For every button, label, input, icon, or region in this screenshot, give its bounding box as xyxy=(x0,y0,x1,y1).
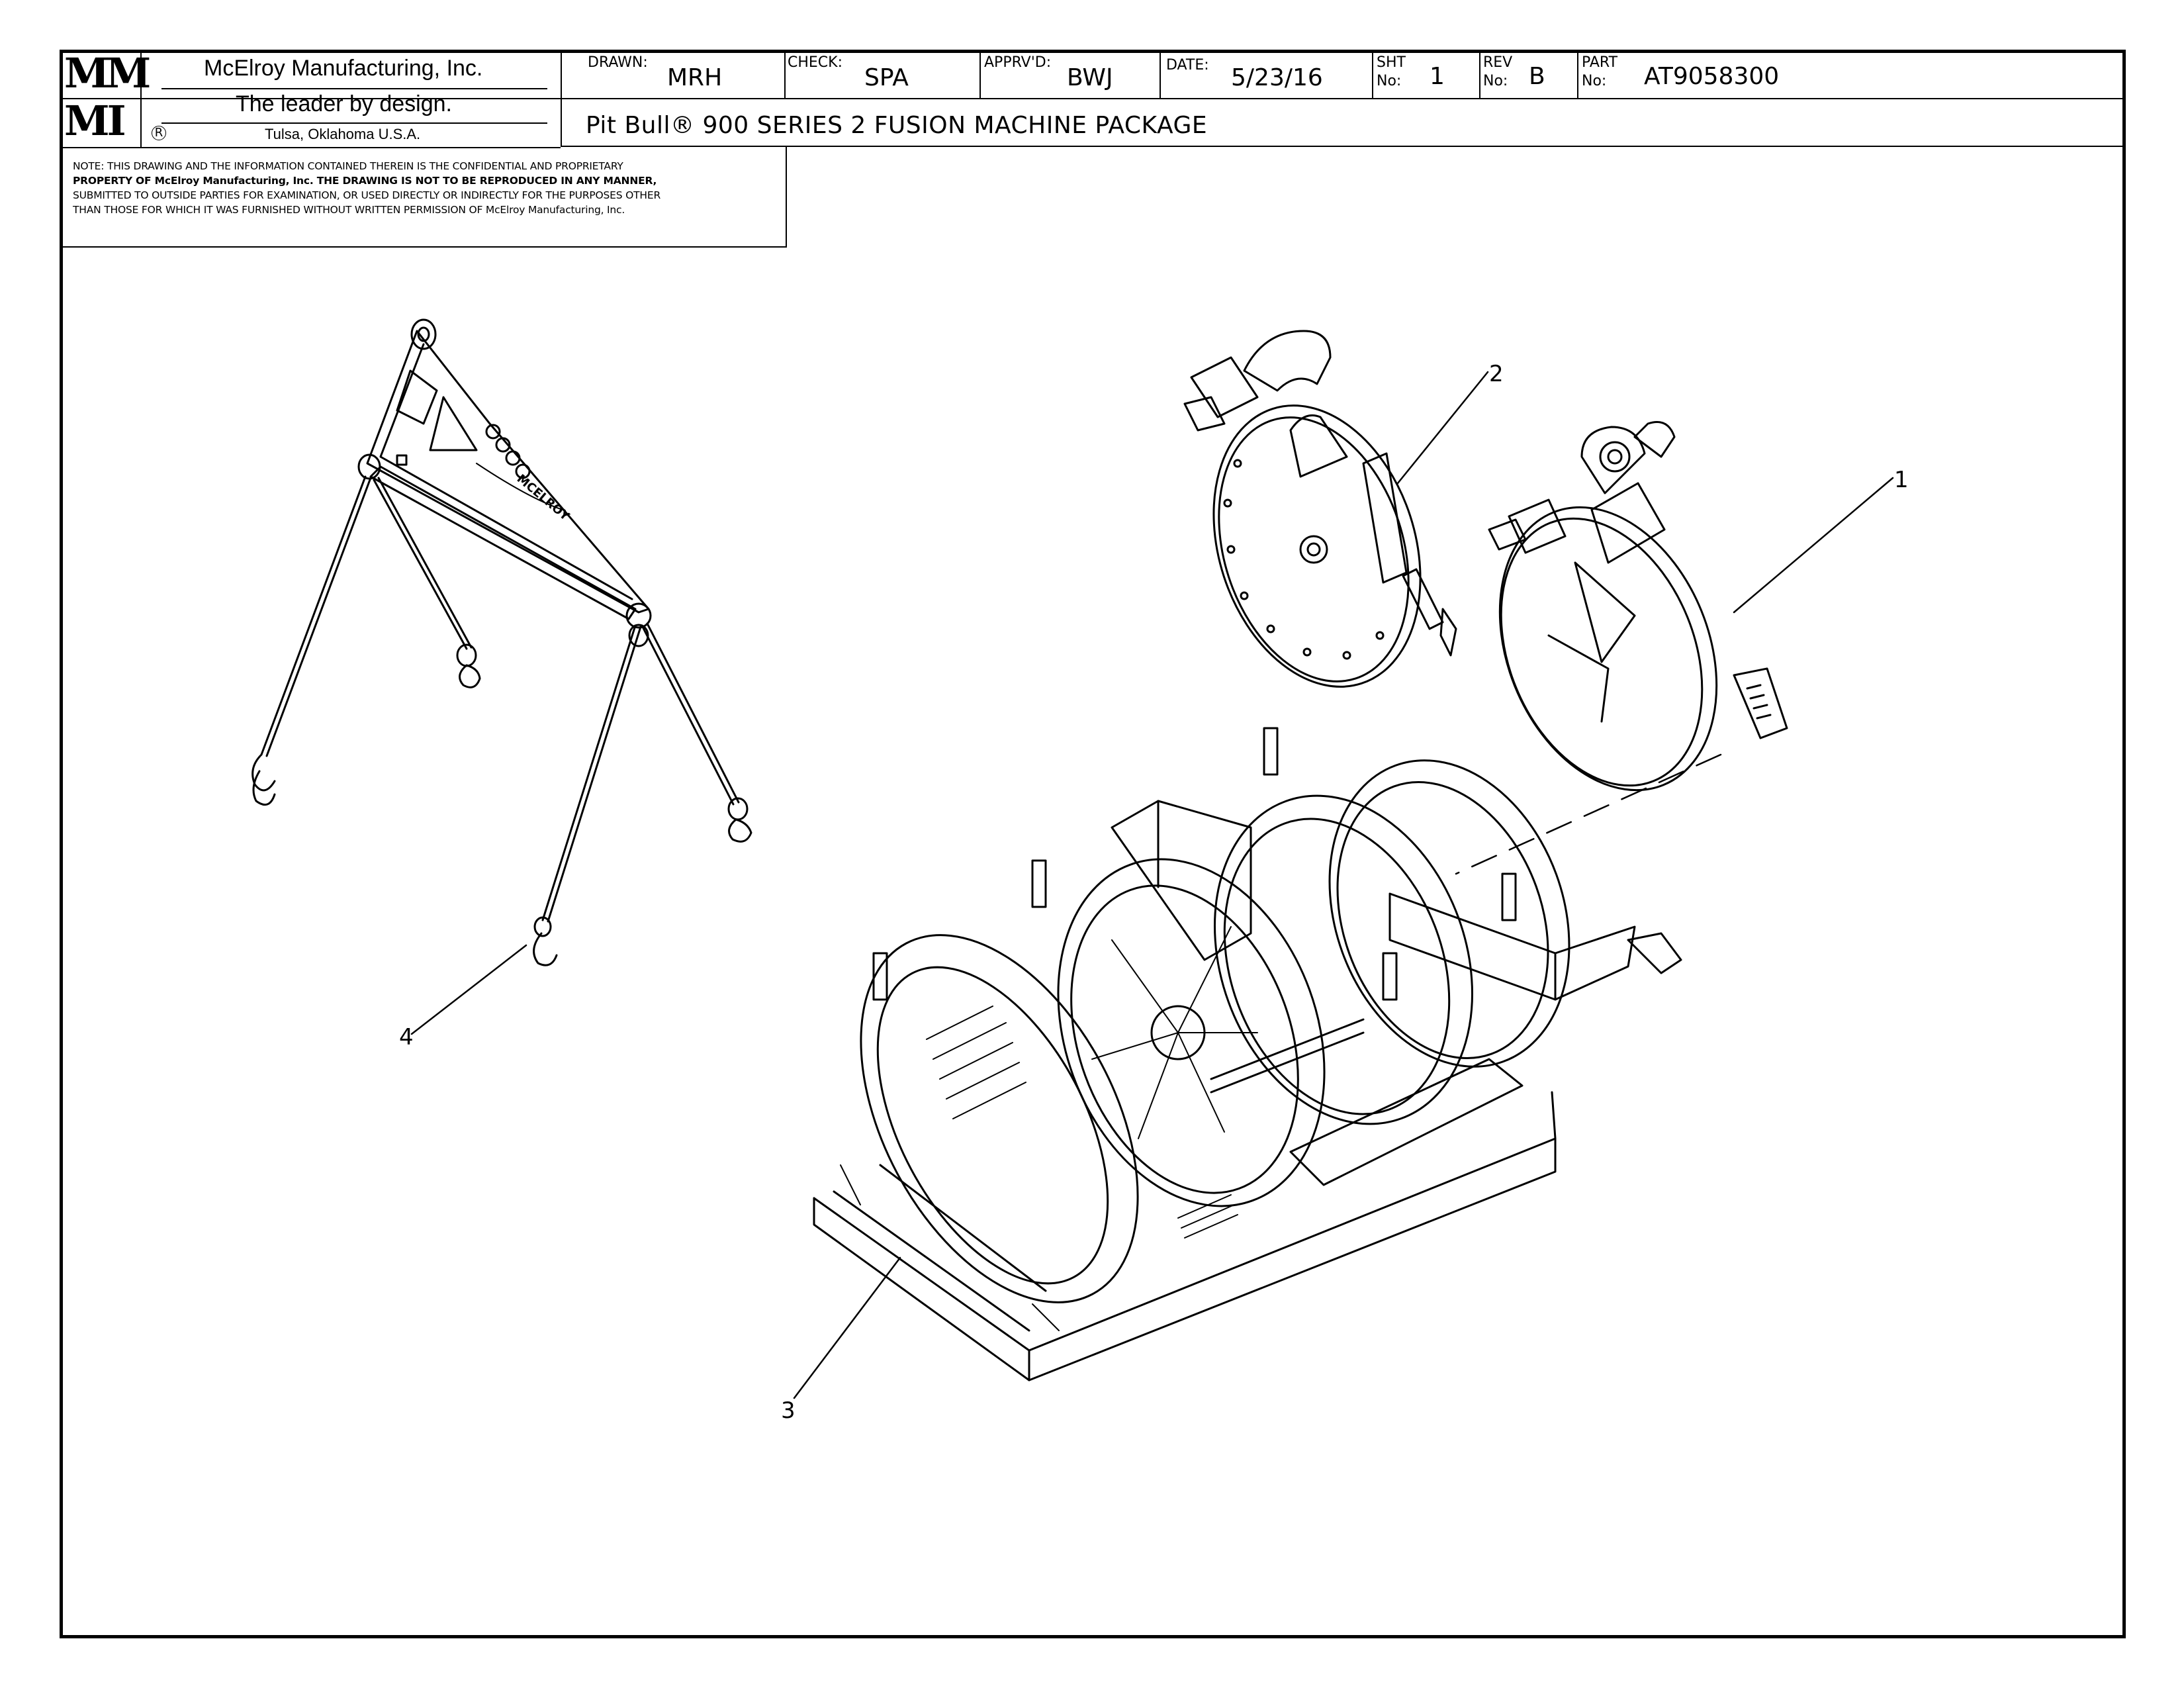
note-line-1: NOTE: THIS DRAWING AND THE INFORMATION C… xyxy=(73,160,623,172)
drawn-value: MRH xyxy=(667,64,723,91)
rev-value: B xyxy=(1529,63,1545,90)
check-value: SPA xyxy=(864,64,909,91)
lifting-sling: MCELROY xyxy=(251,318,752,966)
sht-label-2: No: xyxy=(1377,73,1402,89)
callout-1: 1 xyxy=(1894,467,1909,493)
part-label-1: PART xyxy=(1582,54,1618,71)
callout-2: 2 xyxy=(1489,361,1504,387)
logo-line-2: MI xyxy=(64,97,126,145)
logo-line-1: MM xyxy=(64,49,151,97)
rev-label-1: REV xyxy=(1483,54,1513,71)
company-slogan: The leader by design. xyxy=(236,91,452,117)
drawing-border xyxy=(60,50,2126,1638)
confidentiality-note: NOTE: THIS DRAWING AND THE INFORMATION C… xyxy=(73,159,660,217)
drawing-title: Pit Bull® 900 SERIES 2 FUSION MACHINE PA… xyxy=(586,112,1208,139)
callout-4: 4 xyxy=(399,1024,414,1051)
sht-label-1: SHT xyxy=(1377,54,1406,71)
apprvd-label: APPRV'D: xyxy=(984,54,1052,71)
date-label: DATE: xyxy=(1166,57,1209,73)
apprvd-value: BWJ xyxy=(1067,64,1113,91)
sht-value: 1 xyxy=(1430,63,1445,90)
check-label: CHECK: xyxy=(788,54,843,71)
spreader-bar-marking: MCELROY xyxy=(514,472,572,524)
fusion-machine xyxy=(813,727,1682,1382)
leader-lines xyxy=(410,371,1894,1399)
note-line-4: THAN THOSE FOR WHICH IT WAS FURNISHED WI… xyxy=(73,204,625,216)
registered-mark-icon: R xyxy=(152,126,166,140)
heater-plate xyxy=(1183,330,1457,688)
company-location: Tulsa, Oklahoma U.S.A. xyxy=(265,126,421,142)
date-value: 5/23/16 xyxy=(1231,64,1323,91)
facer xyxy=(1488,421,1788,792)
part-label-2: No: xyxy=(1582,73,1607,89)
note-line-3: SUBMITTED TO OUTSIDE PARTIES FOR EXAMINA… xyxy=(73,189,661,201)
callout-3: 3 xyxy=(781,1397,796,1424)
note-line-2: PROPERTY OF McElroy Manufacturing, Inc. … xyxy=(73,175,657,187)
drawn-label: DRAWN: xyxy=(588,54,648,71)
rev-label-2: No: xyxy=(1483,73,1508,89)
part-value: AT9058300 xyxy=(1644,63,1780,90)
company-name: McElroy Manufacturing, Inc. xyxy=(204,56,483,81)
